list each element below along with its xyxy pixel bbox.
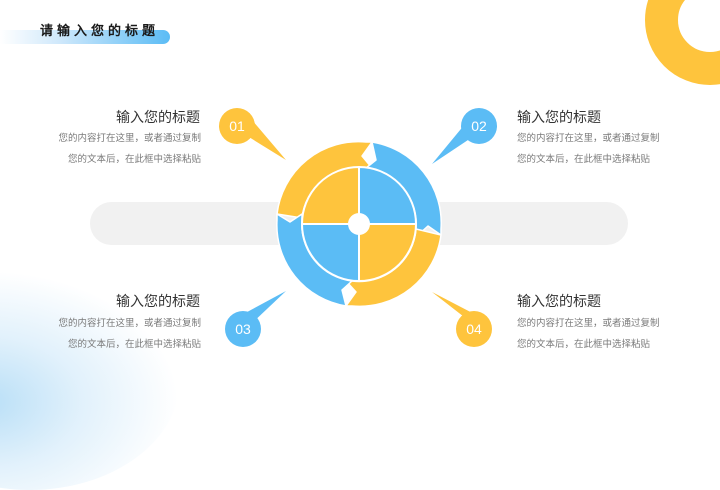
quadrant-bottom-left: [300, 223, 360, 283]
bubble-01: [219, 108, 255, 144]
bubble-02-number: 02: [471, 118, 487, 134]
item-03-desc: 您的内容打在这里，或者通过复制 您的文本后，在此框中选择粘贴: [20, 313, 201, 355]
bubble-04-number: 04: [466, 321, 482, 337]
item-01-title: 输入您的标题: [116, 110, 200, 126]
title-accent-bar: [0, 30, 170, 44]
quadrant-top-left: [300, 165, 360, 225]
item-03-desc-line1: 您的内容打在这里，或者通过复制: [58, 318, 201, 329]
quadrant-top-right: [358, 165, 418, 225]
item-04-title: 输入您的标题: [517, 294, 601, 310]
quadrant-bottom-right: [358, 223, 418, 283]
item-01-desc: 您的内容打在这里，或者通过复制 您的文本后，在此框中选择粘贴: [20, 128, 201, 170]
item-02-desc-line1: 您的内容打在这里，或者通过复制: [517, 133, 660, 144]
cycle-diagram: [219, 108, 497, 347]
bubble-03: [225, 311, 261, 347]
item-02-desc: 您的内容打在这里，或者通过复制 您的文本后，在此框中选择粘贴: [517, 128, 707, 170]
item-04-desc: 您的内容打在这里，或者通过复制 您的文本后，在此框中选择粘贴: [517, 313, 707, 355]
item-03-desc-line2: 您的文本后，在此框中选择粘贴: [67, 339, 201, 350]
item-01-desc-line2: 您的文本后，在此框中选择粘贴: [67, 154, 201, 165]
page-title: 请输入您的标题: [40, 24, 160, 39]
item-02-desc-line2: 您的文本后，在此框中选择粘贴: [517, 154, 651, 165]
bubble-03-number: 03: [235, 321, 251, 337]
item-02-title: 输入您的标题: [517, 110, 601, 126]
item-03-title: 输入您的标题: [116, 294, 200, 310]
item-01-desc-line1: 您的内容打在这里，或者通过复制: [58, 133, 201, 144]
item-04-desc-line1: 您的内容打在这里，或者通过复制: [517, 318, 660, 329]
bubble-04: [456, 311, 492, 347]
bubble-01-number: 01: [229, 118, 245, 134]
bubble-02: [461, 108, 497, 144]
item-04-desc-line2: 您的文本后，在此框中选择粘贴: [517, 339, 651, 350]
center-hole: [348, 213, 370, 235]
